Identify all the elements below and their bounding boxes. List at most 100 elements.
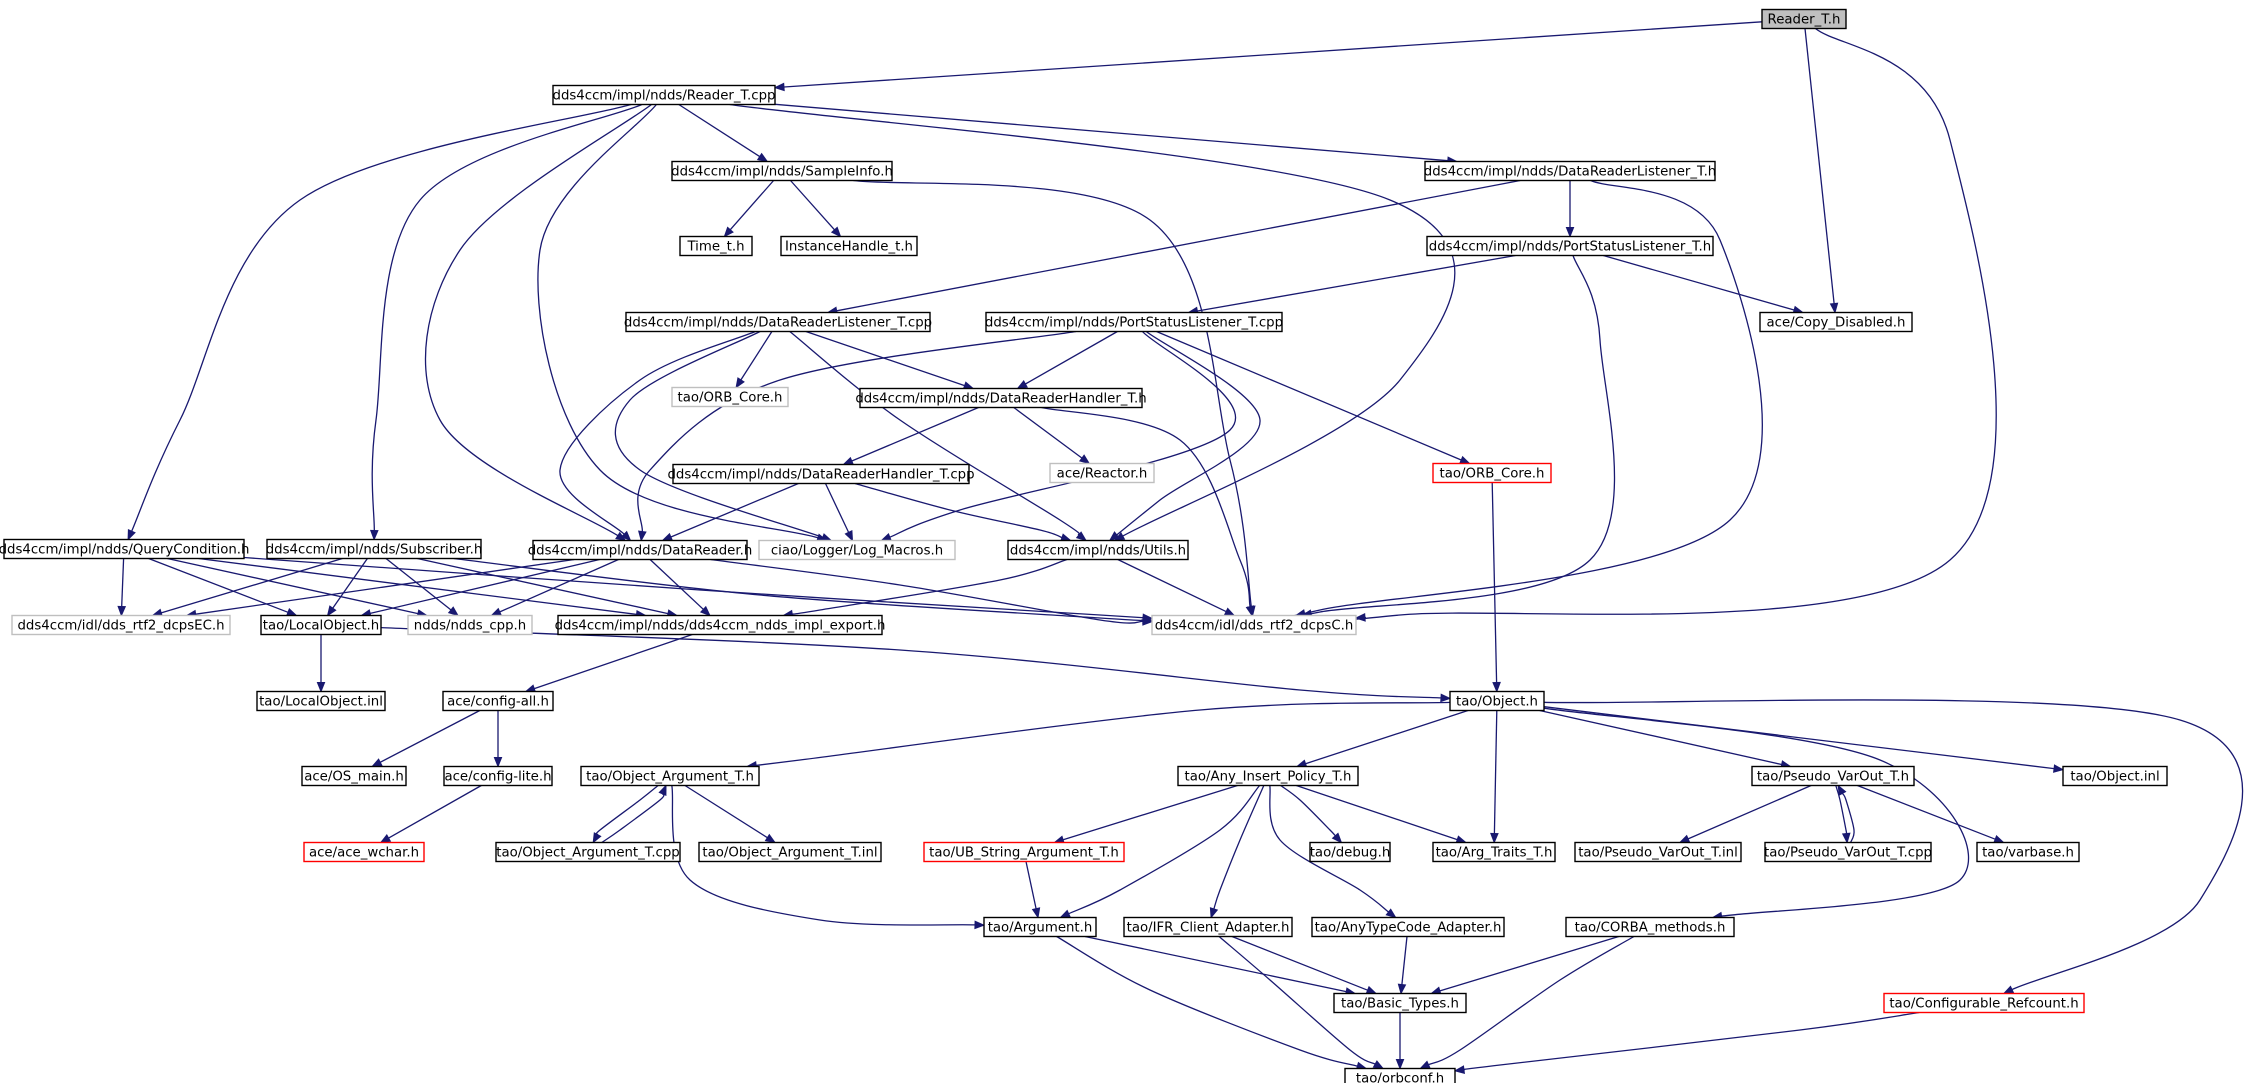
arrowhead <box>974 920 986 930</box>
edge-line <box>1603 254 1795 311</box>
node-label: tao/Pseudo_VarOut_T.cpp <box>1764 846 1932 861</box>
edge-line <box>385 557 452 611</box>
edge-line <box>198 557 637 616</box>
node-box <box>1432 462 1552 484</box>
edge-pseudo-varout-cpp-to-pseudo-varout-h <box>1837 784 1855 843</box>
node-impl-export[interactable]: dds4ccm/impl/ndds/dds4ccm_ndds_impl_expo… <box>555 614 886 636</box>
node-anytypecode[interactable]: tao/AnyTypeCode_Adapter.h <box>1311 916 1505 938</box>
edge-subscriber-to-impl-export <box>417 557 679 618</box>
node-label: tao/AnyTypeCode_Adapter.h <box>1315 921 1502 936</box>
node-tao-object[interactable]: tao/Object.h <box>1449 690 1545 712</box>
edge-config-lite-to-ace-wchar <box>379 784 482 844</box>
edge-line <box>790 180 835 231</box>
edge-line <box>670 482 799 538</box>
arrowhead <box>1397 983 1407 995</box>
node-debug[interactable]: tao/debug.h <box>1309 841 1391 863</box>
node-drh-t-cpp[interactable]: dds4ccm/impl/ndds/DataReaderHandler_T.cp… <box>667 463 975 485</box>
node-obj-arg-t-h[interactable]: tao/Object_Argument_T.h <box>580 765 760 787</box>
node-dcps-ec[interactable]: dds4ccm/idl/dds_rtf2_dcpsEC.h <box>11 614 231 636</box>
node-basic-types[interactable]: tao/Basic_Types.h <box>1333 992 1467 1014</box>
node-copy-disabled[interactable]: ace/Copy_Disabled.h <box>1759 311 1913 333</box>
node-pseudo-varout-cpp[interactable]: tao/Pseudo_VarOut_T.cpp <box>1764 841 1932 863</box>
node-drl-t-cpp[interactable]: dds4ccm/impl/ndds/DataReaderListener_T.c… <box>624 311 932 333</box>
node-box <box>1177 765 1359 787</box>
node-os-main[interactable]: ace/OS_main.h <box>301 765 407 787</box>
arrowhead <box>1419 1060 1431 1070</box>
edge-line <box>424 103 652 537</box>
edge-pseudo-varout-h-to-varbase <box>1857 784 2005 844</box>
edge-reader-t-h-to-reader-t-cpp <box>773 21 1763 92</box>
node-local-object[interactable]: tao/LocalObject.h <box>260 614 382 636</box>
edge-config-all-to-os-main <box>370 709 481 768</box>
node-reactor[interactable]: ace/Reactor.h <box>1049 462 1155 484</box>
node-argument[interactable]: tao/Argument.h <box>983 916 1097 938</box>
arrowhead <box>1365 985 1378 994</box>
edge-tao-object-to-any-insert <box>1295 709 1469 768</box>
node-orbconf[interactable]: tao/orbconf.h <box>1344 1067 1456 1083</box>
edge-line <box>1197 254 1516 312</box>
edge-subscriber-to-ndds-cpp <box>385 557 460 617</box>
node-time-t[interactable]: Time_t.h <box>679 235 753 257</box>
edge-line <box>792 558 1068 615</box>
node-arg-traits[interactable]: tao/Arg_Traits_T.h <box>1432 841 1556 863</box>
edge-line <box>1068 785 1261 915</box>
node-datareader[interactable]: dds4ccm/impl/ndds/DataReader.h <box>528 539 753 561</box>
node-label: tao/Object.inl <box>2070 770 2159 785</box>
node-ub-string[interactable]: tao/UB_String_Argument_T.h <box>923 841 1125 863</box>
node-sampleinfo[interactable]: dds4ccm/impl/ndds/SampleInfo.h <box>671 160 893 182</box>
node-reader-t-cpp[interactable]: dds4ccm/impl/ndds/Reader_T.cpp <box>552 84 776 106</box>
edge-line <box>417 557 669 615</box>
arrowhead <box>1837 784 1847 796</box>
edge-drl-t-cpp-to-log-macros <box>614 330 833 542</box>
node-pseudo-varout-h[interactable]: tao/Pseudo_VarOut_T.h <box>1751 765 1915 787</box>
node-psl-t-cpp[interactable]: dds4ccm/impl/ndds/PortStatusListener_T.c… <box>985 311 1283 333</box>
node-drl-t-h[interactable]: dds4ccm/impl/ndds/DataReaderListener_T.h <box>1424 160 1716 182</box>
node-conf-refcount[interactable]: tao/Configurable_Refcount.h <box>1883 992 2085 1014</box>
node-drh-t-h[interactable]: dds4ccm/impl/ndds/DataReaderHandler_T.h <box>855 387 1147 409</box>
edge-reader-t-cpp-to-subscriber <box>369 103 643 541</box>
node-query-cond[interactable]: dds4ccm/impl/ndds/QueryCondition.h <box>0 538 249 560</box>
edge-line <box>789 330 1081 536</box>
arrowhead <box>592 832 602 844</box>
node-dcps-c[interactable]: dds4ccm/idl/dds_rtf2_dcpsC.h <box>1151 614 1357 636</box>
arrowhead <box>1108 531 1120 542</box>
node-label: tao/Object_Argument_T.inl <box>702 846 877 861</box>
node-utils[interactable]: dds4ccm/impl/ndds/Utils.h <box>1007 539 1189 561</box>
node-obj-arg-t-inl[interactable]: tao/Object_Argument_T.inl <box>698 841 882 863</box>
node-any-insert[interactable]: tao/Any_Insert_Policy_T.h <box>1177 765 1359 787</box>
edge-line <box>1462 1011 1920 1071</box>
node-obj-arg-t-cpp[interactable]: tao/Object_Argument_T.cpp <box>495 841 681 863</box>
node-config-all[interactable]: ace/config-all.h <box>442 690 554 712</box>
node-box <box>1311 916 1505 938</box>
node-box <box>266 538 482 560</box>
node-log-macros[interactable]: ciao/Logger/Log_Macros.h <box>758 539 956 561</box>
node-corba-methods[interactable]: tao/CORBA_methods.h <box>1565 916 1735 938</box>
arrowhead <box>658 784 667 796</box>
node-object-inl[interactable]: tao/Object.inl <box>2062 765 2168 787</box>
node-ndds-cpp[interactable]: ndds/ndds_cpp.h <box>407 614 533 636</box>
arrowhead <box>638 530 647 542</box>
arrowhead <box>1453 1065 1465 1074</box>
node-pseudo-varout-inl[interactable]: tao/Pseudo_VarOut_T.inl <box>1574 841 1742 863</box>
edge-local-object-to-tao-object <box>380 626 1452 703</box>
node-reader-t-h[interactable]: Reader_T.h <box>1761 8 1847 30</box>
node-orb-core-red[interactable]: tao/ORB_Core.h <box>1432 462 1552 484</box>
node-ace-wchar[interactable]: ace/ace_wchar.h <box>303 841 425 863</box>
edge-line <box>131 103 632 532</box>
node-local-object-inl[interactable]: tao/LocalObject.inl <box>256 690 386 712</box>
node-ih-t[interactable]: InstanceHandle_t.h <box>780 235 918 257</box>
node-subscriber[interactable]: dds4ccm/impl/ndds/Subscriber.h <box>266 538 483 560</box>
edge-drl-t-cpp-to-drh-t-h <box>805 330 975 390</box>
edge-line <box>534 633 693 690</box>
node-ifr-client[interactable]: tao/IFR_Client_Adapter.h <box>1123 916 1293 938</box>
node-psl-t-h[interactable]: dds4ccm/impl/ndds/PortStatusListener_T.h <box>1426 235 1714 257</box>
node-config-lite[interactable]: ace/config-lite.h <box>443 765 553 787</box>
node-orb-core-gray[interactable]: tao/ORB_Core.h <box>671 386 789 408</box>
edge-any-insert-to-anytypecode <box>1269 785 1397 919</box>
edge-subscriber-to-dcps-ec <box>151 557 343 617</box>
node-box <box>2062 765 2168 787</box>
edge-line <box>637 330 1077 532</box>
node-label: ace/config-all.h <box>447 695 549 710</box>
edge-reader-t-h-to-dcps-c <box>1346 27 1997 622</box>
node-varbase[interactable]: tao/varbase.h <box>1976 841 2080 863</box>
